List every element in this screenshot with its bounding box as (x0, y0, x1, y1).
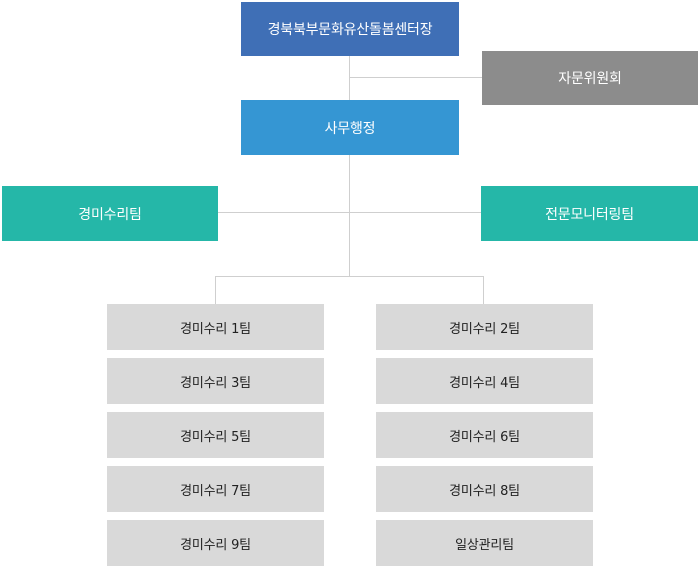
subteam-node: 경미수리 4팀 (376, 358, 593, 404)
connector-columns-horizontal (215, 276, 484, 277)
subteam-node: 경미수리 2팀 (376, 304, 593, 350)
connector-right-column (483, 276, 484, 304)
connector-admin-down (349, 155, 350, 276)
subteam-node: 경미수리 6팀 (376, 412, 593, 458)
subteam-node: 경미수리 3팀 (107, 358, 324, 404)
subteam-node: 경미수리 7팀 (107, 466, 324, 512)
root-node: 경북북부문화유산돌봄센터장 (241, 2, 459, 56)
connector-advisory (349, 77, 482, 78)
connector-teams-horizontal (218, 212, 481, 213)
connector-root-admin (349, 56, 350, 100)
connector-left-column (215, 276, 216, 304)
subteam-node: 경미수리 8팀 (376, 466, 593, 512)
advisory-node: 자문위원회 (482, 51, 698, 105)
minor-repair-team-node: 경미수리팀 (2, 186, 218, 241)
monitoring-team-node: 전문모니터링팀 (481, 186, 698, 241)
subteam-node: 일상관리팀 (376, 520, 593, 566)
subteam-node: 경미수리 9팀 (107, 520, 324, 566)
admin-node: 사무행정 (241, 100, 459, 155)
subteam-node: 경미수리 5팀 (107, 412, 324, 458)
subteam-node: 경미수리 1팀 (107, 304, 324, 350)
